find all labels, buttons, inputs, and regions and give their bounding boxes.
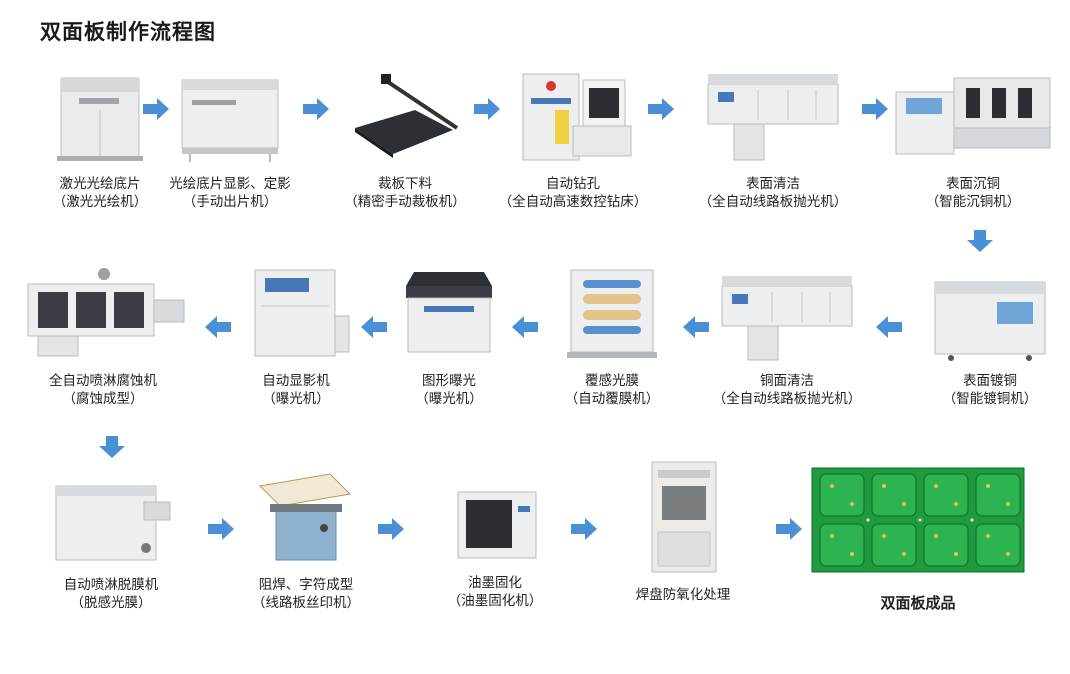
- step-label: 光绘底片显影、定影（手动出片机）: [145, 175, 315, 211]
- flow-arrow-right: [648, 98, 674, 120]
- laminator-image: [557, 266, 667, 362]
- anti-oxidation-machine-image: [628, 458, 738, 576]
- copper-plating-image: [925, 272, 1055, 362]
- copper-deposition-image: [888, 70, 1058, 165]
- step-spray-etching: 全自动喷淋腐蚀机（腐蚀成型）: [18, 266, 188, 408]
- developer-machine-image: [241, 266, 351, 362]
- flow-arrow-down: [99, 436, 125, 458]
- spray-etcher-image: [18, 266, 188, 362]
- step-film-develop: 光绘底片显影、定影（手动出片机）: [145, 70, 315, 211]
- step-surface-clean: 表面清洁（全自动线路板抛光机）: [688, 70, 858, 211]
- step-label: 焊盘防氧化处理: [598, 586, 768, 604]
- step-copper-plating: 表面镀铜（智能镀铜机）: [905, 272, 1070, 408]
- step-label: 自动显影机（曝光机）: [211, 372, 381, 408]
- curing-oven-image: [440, 478, 550, 564]
- step-label: 自动喷淋脱膜机（脱感光膜）: [26, 576, 196, 612]
- pcb-panel-image: [810, 466, 1026, 576]
- pcb-polisher-image: [698, 70, 848, 165]
- pcb-polisher-image: [712, 272, 862, 362]
- step-label: 表面清洁（全自动线路板抛光机）: [688, 175, 858, 211]
- flow-arrow-right: [571, 518, 597, 540]
- flow-arrow-down: [967, 230, 993, 252]
- step-pad-anti-oxidation: 焊盘防氧化处理: [598, 458, 768, 604]
- cnc-drill-image: [503, 70, 643, 165]
- flow-arrow-right: [378, 518, 404, 540]
- step-copper-deposit: 表面沉铜（智能沉铜机）: [888, 70, 1058, 211]
- step-label: 自动钻孔（全自动高速数控钻床）: [488, 175, 658, 211]
- step-pattern-exposure: 图形曝光（曝光机）: [364, 266, 534, 408]
- step-label: 全自动喷淋腐蚀机（腐蚀成型）: [18, 372, 188, 408]
- laser-photoplotter-image: [55, 70, 145, 165]
- step-photoresist-laminate: 覆感光膜（自动覆膜机）: [527, 266, 697, 408]
- page-title: 双面板制作流程图: [40, 16, 216, 46]
- exposure-unit-image: [394, 266, 504, 362]
- step-label: 双面板成品: [808, 594, 1028, 612]
- step-label: 裁板下料（精密手动裁板机）: [320, 175, 490, 211]
- step-label: 表面镀铜（智能镀铜机）: [905, 372, 1070, 408]
- step-label: 图形曝光（曝光机）: [364, 372, 534, 408]
- film-processor-image: [170, 70, 290, 165]
- flow-arrow-left: [205, 316, 231, 338]
- step-label: 表面沉铜（智能沉铜机）: [888, 175, 1058, 211]
- step-auto-drilling: 自动钻孔（全自动高速数控钻床）: [488, 70, 658, 211]
- step-auto-developer: 自动显影机（曝光机）: [211, 266, 381, 408]
- board-cutter-image: [345, 70, 465, 165]
- step-label: 覆感光膜（自动覆膜机）: [527, 372, 697, 408]
- step-ink-curing: 油墨固化（油墨固化机）: [410, 478, 580, 610]
- flow-arrow-right: [776, 518, 802, 540]
- film-stripper-image: [46, 476, 176, 566]
- flow-arrow-right: [862, 98, 888, 120]
- step-copper-clean: 铜面清洁（全自动线路板抛光机）: [702, 272, 872, 408]
- step-finished-double-sided-board: 双面板成品: [808, 466, 1028, 612]
- screen-printer-image: [246, 470, 366, 566]
- step-label: 阻焊、字符成型（线路板丝印机）: [221, 576, 391, 612]
- step-board-cutting: 裁板下料（精密手动裁板机）: [320, 70, 490, 211]
- step-label: 油墨固化（油墨固化机）: [410, 574, 580, 610]
- flow-arrow-left: [876, 316, 902, 338]
- step-spray-stripping: 自动喷淋脱膜机（脱感光膜）: [26, 476, 196, 612]
- step-solder-mask-silkscreen: 阻焊、字符成型（线路板丝印机）: [221, 470, 391, 612]
- step-label: 铜面清洁（全自动线路板抛光机）: [702, 372, 872, 408]
